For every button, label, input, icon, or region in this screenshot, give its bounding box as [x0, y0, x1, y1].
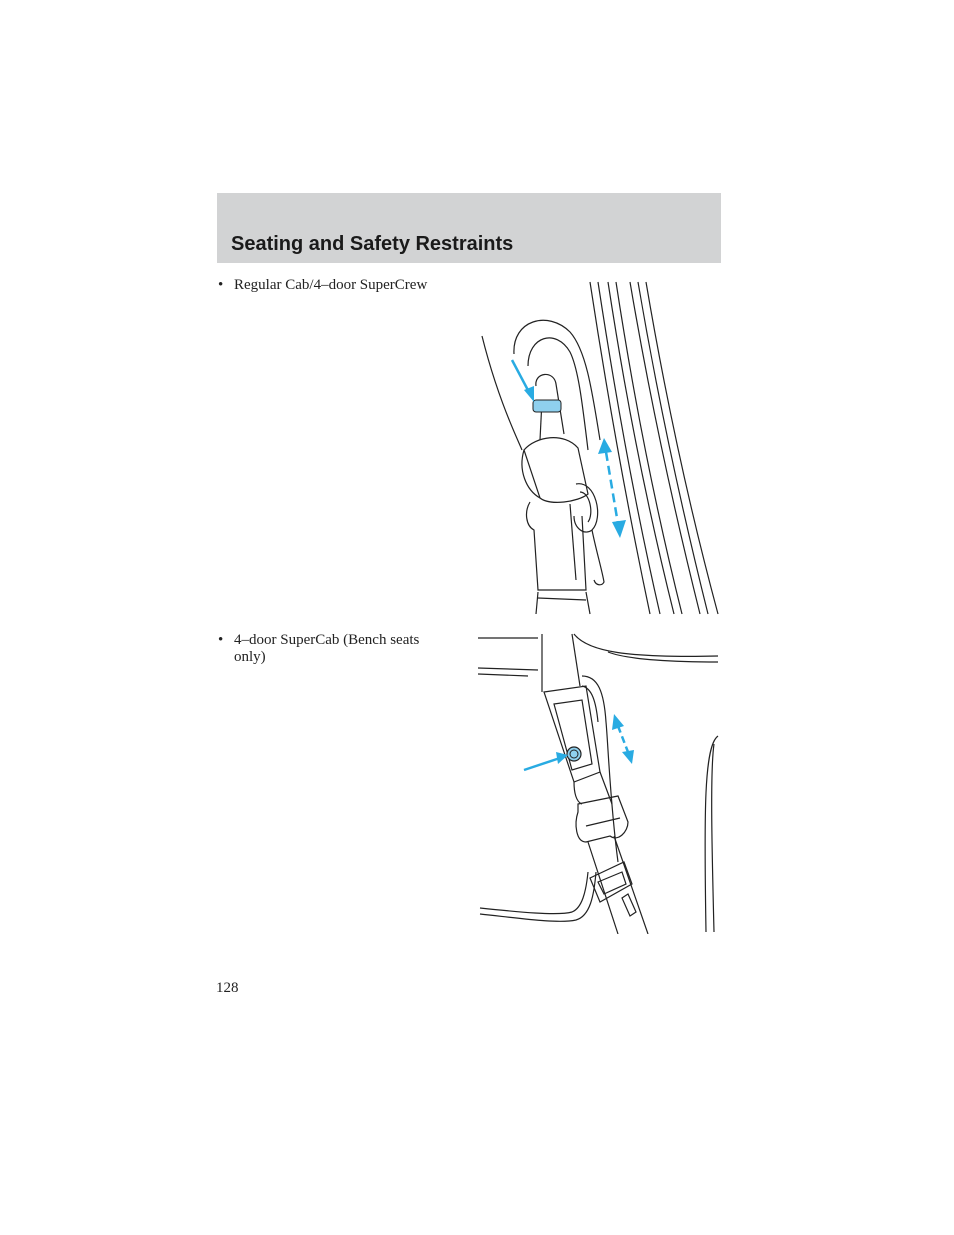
list-item-text: 4–door SuperCab (Bench seats only) [234, 632, 420, 665]
page-number: 128 [216, 980, 239, 996]
list-item-text: Regular Cab/4–door SuperCrew [234, 277, 428, 293]
up-down-arrow-icon [598, 438, 626, 538]
pointer-arrow-icon [512, 360, 534, 402]
page-title: Seating and Safety Restraints [231, 233, 514, 255]
adjuster-button-icon [567, 747, 581, 761]
list-item: • 4–door SuperCab (Bench seats only) [218, 632, 450, 666]
belt-adjuster-illustration-2 [478, 632, 722, 934]
list-item: • Regular Cab/4–door SuperCrew [218, 277, 450, 294]
section-header: Seating and Safety Restraints [217, 193, 721, 263]
bullet-marker: • [218, 277, 224, 293]
bullet-marker: • [218, 632, 224, 648]
belt-adjuster-illustration-1 [478, 280, 722, 616]
up-down-arrow-icon [612, 714, 634, 764]
pointer-arrow-icon [524, 752, 568, 770]
adjuster-button-icon [533, 400, 561, 412]
